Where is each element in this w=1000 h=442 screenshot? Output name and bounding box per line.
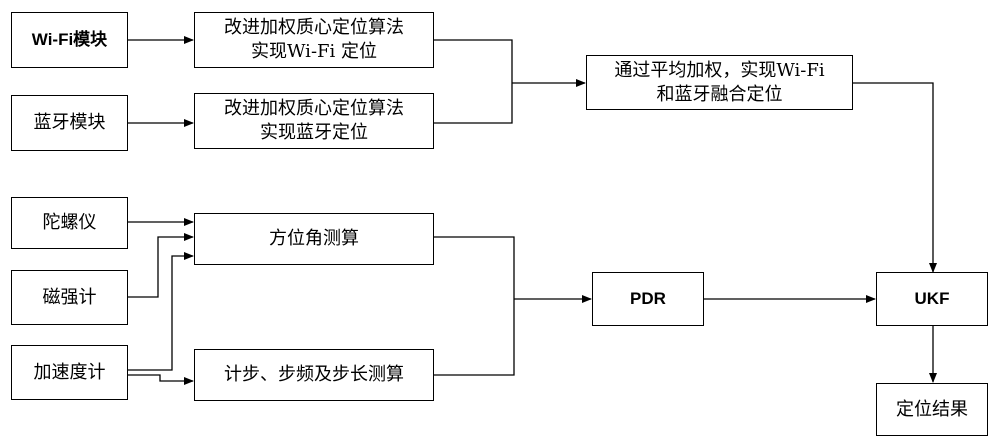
- magnetometer-box: 磁强计: [11, 270, 128, 325]
- bt-locate-line2: 实现蓝牙定位: [260, 122, 368, 143]
- bt-module-label: 蓝牙模块: [33, 112, 106, 133]
- accelerometer-box: 加速度计: [11, 345, 128, 400]
- arrow-mag-to-heading: [128, 233, 194, 298]
- fusion-line2: 和蓝牙融合定位: [656, 83, 783, 105]
- pdr-label: PDR: [630, 289, 666, 308]
- heading-box: 方位角测算: [194, 213, 434, 265]
- ukf-box: UKF: [876, 272, 988, 326]
- arrow-acc-to-step: [128, 374, 194, 385]
- wifi-locate-line1: 改进加权质心定位算法: [224, 17, 404, 38]
- step-box: 计步、步频及步长测算: [194, 349, 434, 401]
- result-box: 定位结果: [876, 383, 988, 436]
- bt-locate-box: 改进加权质心定位算法 实现蓝牙定位: [194, 93, 434, 149]
- gyro-box: 陀螺仪: [11, 197, 128, 249]
- arrow-heading-step-merge: [434, 236, 515, 376]
- fusion-line1: 通过平均加权，实现Wi-Fi: [614, 59, 825, 81]
- fusion-box: 通过平均加权，实现Wi-Fi 和蓝牙融合定位: [586, 55, 853, 110]
- arrow-acc-to-heading: [128, 252, 194, 371]
- wifi-module-label: Wi-Fi模块: [31, 30, 108, 49]
- bt-locate-line1: 改进加权质心定位算法: [224, 98, 404, 119]
- result-label: 定位结果: [896, 398, 968, 420]
- gyro-label: 陀螺仪: [42, 212, 97, 233]
- accelerometer-label: 加速度计: [33, 361, 106, 383]
- wifi-module-box: Wi-Fi模块: [11, 12, 128, 68]
- wifi-locate-line2: 实现Wi-Fi 定位: [251, 41, 377, 62]
- heading-label: 方位角测算: [269, 228, 359, 249]
- step-label: 计步、步频及步长测算: [224, 364, 404, 385]
- pdr-box: PDR: [592, 272, 704, 326]
- bt-module-box: 蓝牙模块: [11, 95, 128, 151]
- ukf-label: UKF: [914, 289, 950, 308]
- magnetometer-label: 磁强计: [42, 286, 97, 308]
- wifi-locate-box: 改进加权质心定位算法 实现Wi-Fi 定位: [194, 12, 434, 68]
- arrow-fusion-to-ukf: [853, 82, 937, 273]
- arrow-locate-merge: [434, 39, 513, 124]
